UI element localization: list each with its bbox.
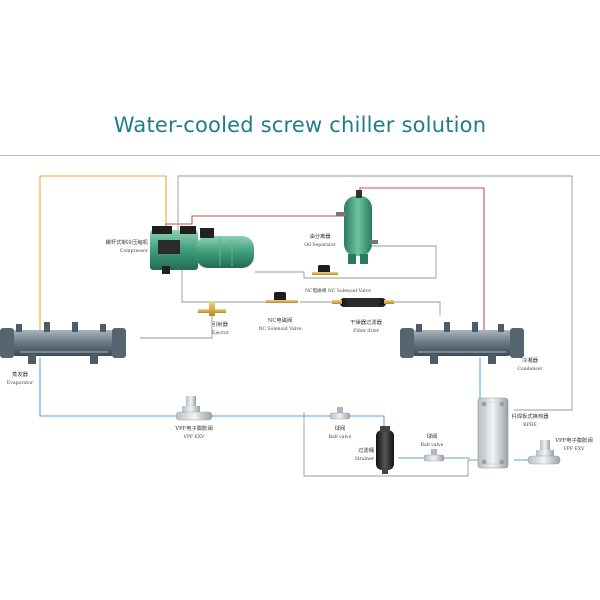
nc-valve-mid-label-en: NC Solenoid Valve: [258, 326, 301, 332]
vpf-left-label-cn: VPF电子膨胀阀: [174, 424, 213, 432]
oil-return-loop: [177, 175, 573, 411]
nc-valve-mid-label-cn: NC电磁阀: [268, 316, 293, 324]
vpf-exv-left[interactable]: [175, 396, 213, 421]
evaporator: [0, 322, 126, 364]
ball-valve-1-label-en: Ball valve: [329, 434, 352, 440]
evaporator-label-en: Evaporator: [7, 380, 34, 386]
title-divider: [0, 155, 600, 156]
ball-valve-1-label-cn: 球阀: [335, 424, 346, 432]
hot-gas-line-condenser: [359, 187, 485, 330]
strainer-label-en: Strainer: [355, 456, 375, 462]
oil-separator-label-cn: 油分离器: [309, 232, 331, 240]
nc-valve-top-label: NC电磁阀 NC Solenoid Valve: [305, 287, 371, 294]
liquid-line-evap: [39, 358, 385, 432]
filter-drier[interactable]: [332, 298, 394, 307]
ejector-line: [140, 262, 213, 339]
ball-valve-1[interactable]: [329, 407, 351, 420]
vpf-left-label-en: VPF EXV: [183, 434, 206, 440]
nc-solenoid-valve-mid[interactable]: [266, 292, 298, 303]
compressor: [150, 226, 254, 274]
ejector[interactable]: [198, 302, 226, 316]
bphe-label-cn: 钎焊板式换热器: [511, 412, 549, 420]
compressor-label-en: Compressor: [120, 248, 149, 254]
liquid-line-bphe: [398, 457, 536, 461]
ball-valve-2-label-en: Ball valve: [421, 442, 444, 448]
bphe: [477, 397, 509, 469]
strainer[interactable]: [376, 426, 394, 474]
vpf-exv-right[interactable]: [527, 440, 561, 465]
bphe-label-en: BPHE: [523, 422, 537, 428]
evaporator-label-cn: 蒸发器: [12, 370, 29, 378]
filter-drier-label-cn: 干燥器过滤器: [350, 318, 382, 326]
vpf-right-label-en: VPF EXV: [563, 446, 586, 452]
condenser-label-cn: 冷凝器: [522, 356, 539, 364]
nc-solenoid-valve-top[interactable]: [312, 265, 338, 275]
suction-line: [39, 175, 167, 330]
strainer-bypass-line: [303, 412, 480, 477]
vpf-right-label-cn: VPF电子膨胀阀: [554, 436, 593, 444]
filter-drier-label-en: Filter drier: [353, 328, 380, 334]
oil-separator: [336, 190, 378, 264]
condenser: [400, 322, 524, 364]
condenser-label-en: Condenser: [517, 366, 543, 372]
strainer-label-cn: 过滤桶: [358, 446, 374, 454]
ball-valve-2-label-cn: 球阀: [427, 432, 438, 440]
compressor-label-cn: 螺杆式制冷压缩机: [106, 238, 149, 246]
oil-separator-label-en: Oil Separator: [304, 242, 336, 248]
page-title: Water-cooled screw chiller solution: [113, 113, 487, 137]
ejector-label-cn: 引射器: [212, 320, 229, 328]
ejector-label-en: Ejector: [212, 330, 230, 336]
oil-return-line: [255, 245, 437, 279]
ball-valve-2[interactable]: [423, 449, 445, 462]
